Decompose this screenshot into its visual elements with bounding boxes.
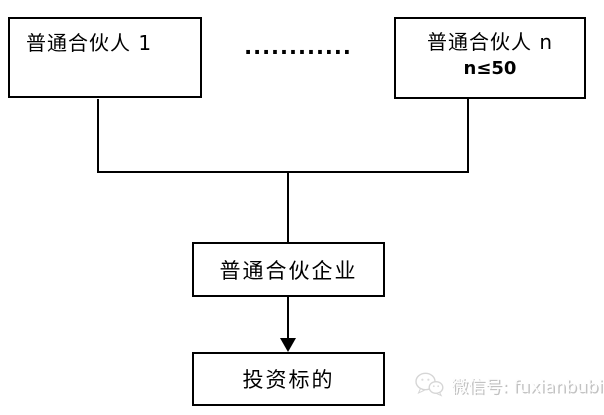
arrow-shaft [287,297,289,339]
node-general-partner-n: 普通合伙人 n n≤50 [394,17,586,99]
watermark: 微信号: fuxianbubin [413,369,604,399]
node-partnership-enterprise-label: 普通合伙企业 [219,258,358,283]
node-investment-target: 投资标的 [192,352,385,406]
node-general-partner-1-label: 普通合伙人 1 [26,31,153,55]
connector-left-vertical [97,99,99,173]
watermark-label: 微信号: fuxianbubin [451,376,604,397]
arrow-down-icon [280,338,296,352]
node-general-partner-1: 普通合伙人 1 [8,17,202,98]
node-investment-target-label: 投资标的 [242,368,335,392]
ellipsis-dots: ............ [244,35,352,59]
node-general-partner-n-label: 普通合伙人 n [426,30,554,54]
connector-right-vertical [467,99,469,173]
wechat-icon [413,369,445,399]
connector-horizontal-bus [97,171,469,173]
node-partnership-enterprise: 普通合伙企业 [192,242,385,297]
connector-center-vertical [287,171,289,242]
node-general-partner-n-sublabel: n≤50 [463,58,517,79]
